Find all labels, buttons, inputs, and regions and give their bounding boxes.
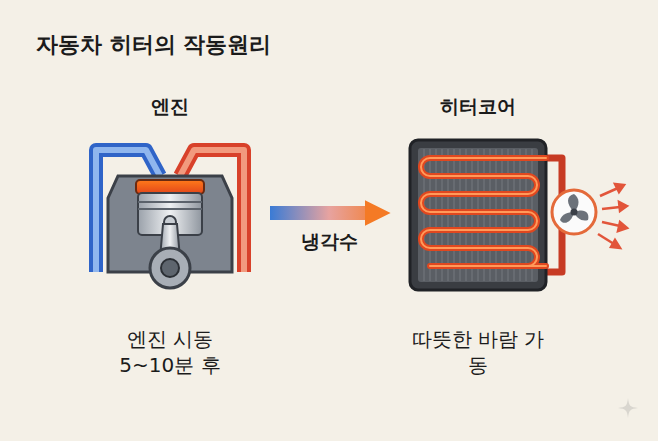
- coolant-arrow: [270, 206, 366, 220]
- heater-core-frame: [410, 140, 546, 290]
- sparkle-watermark: [618, 398, 638, 418]
- coolant-coil: [421, 158, 546, 266]
- edge-label: 냉각수: [297, 229, 362, 255]
- component-node: 엔진엔진 시동 5~10분 후: [70, 94, 270, 378]
- fan: [552, 190, 596, 234]
- crankshaft: [150, 248, 190, 288]
- piston-ring: [138, 208, 202, 210]
- engine-illustration: [96, 150, 244, 288]
- component-node: 히터코어따뜻한 바람 가동: [388, 94, 568, 378]
- piston-ring: [138, 201, 202, 203]
- node-caption: 엔진 시동 5~10분 후: [100, 326, 240, 378]
- warm-air-arrows: [598, 184, 627, 248]
- coolant-coil-shine: [421, 158, 546, 266]
- node-heading: 엔진: [151, 94, 189, 120]
- hot-piston-top: [136, 180, 204, 194]
- node-heading: 히터코어: [440, 94, 516, 120]
- fan-blades: [560, 194, 588, 223]
- arrow-head: [364, 213, 388, 214]
- node-caption: 따뜻한 바람 가동: [408, 326, 548, 378]
- crank-hub: [161, 259, 179, 277]
- heater-core-illustration: [410, 140, 627, 290]
- diagram-title: 자동차 히터의 작동원리: [36, 30, 271, 60]
